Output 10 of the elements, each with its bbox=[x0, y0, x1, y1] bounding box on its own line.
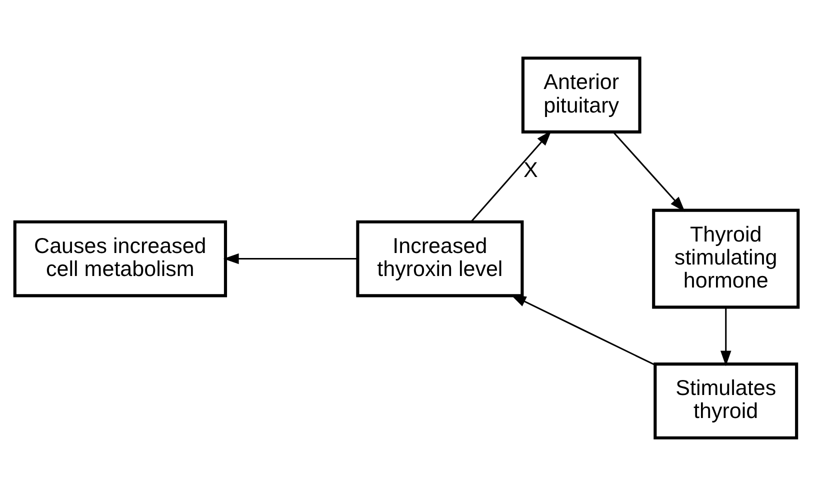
arrow bbox=[720, 306, 732, 366]
node-box: Increased thyroxin level bbox=[356, 220, 524, 297]
arrow bbox=[612, 131, 686, 212]
node-box: Anterior pituitary bbox=[521, 56, 642, 133]
edge-label: X bbox=[523, 157, 538, 182]
arrow bbox=[223, 252, 358, 264]
node-box: Stimulates thyroid bbox=[654, 362, 798, 439]
node-box: Causes increased cell metabolism bbox=[13, 220, 228, 297]
arrow bbox=[510, 294, 656, 366]
node-box: Thyroid stimulating hormone bbox=[652, 208, 800, 308]
